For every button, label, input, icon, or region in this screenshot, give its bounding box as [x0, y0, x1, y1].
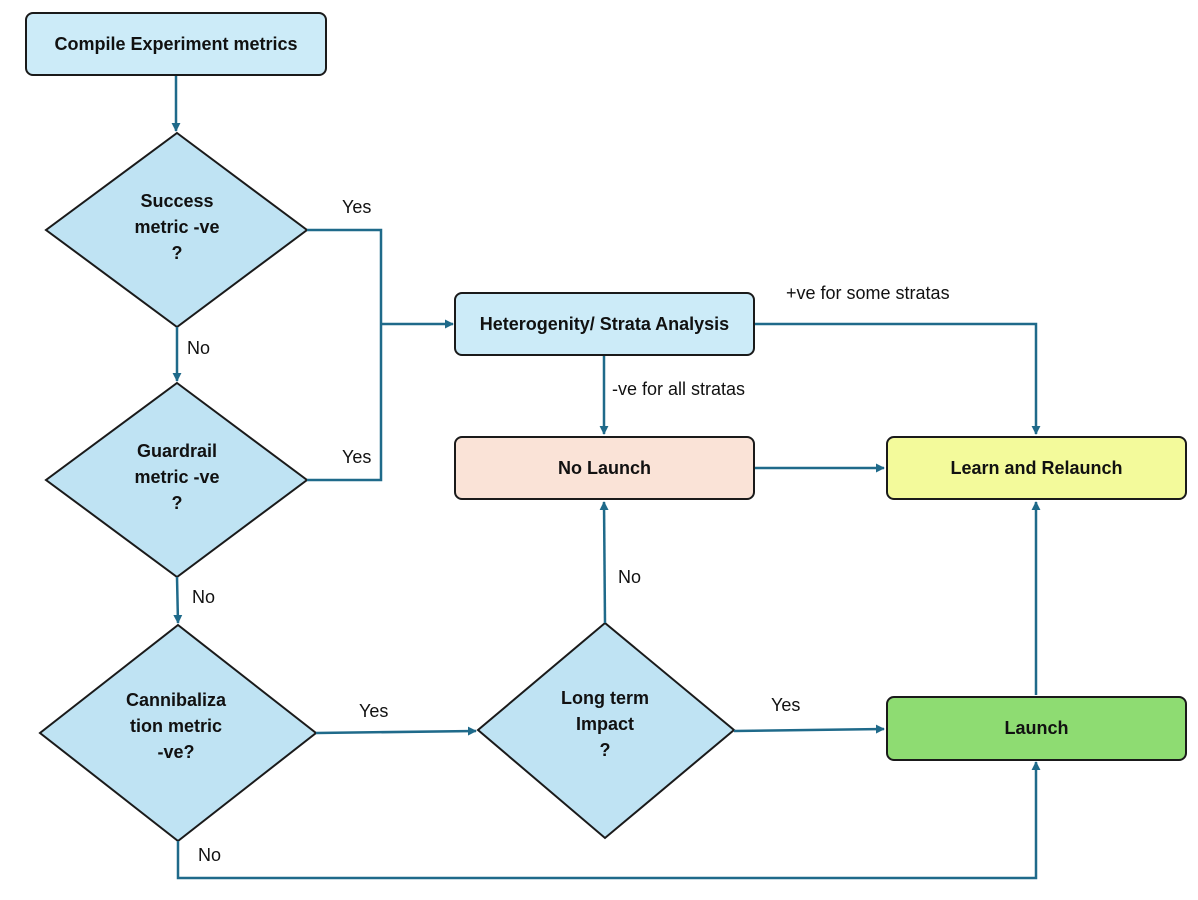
decision-success-line-1: Success: [140, 191, 214, 211]
decision-cannibalization-line-3: -ve?: [157, 742, 195, 762]
decision-cannibalization-line-1: Cannibaliza: [125, 690, 227, 710]
node-launch-label: Launch: [1004, 718, 1069, 738]
edge-guardrail-no: [173, 576, 183, 624]
edge-cannibal-yes: [315, 726, 477, 736]
decision-long-term-shape: [476, 621, 736, 840]
decision-long-term-line-1: Long term: [561, 688, 649, 708]
decision-cannibalization-text: Cannibaliza tion metric -ve?: [101, 685, 251, 767]
decision-long-term-line-2: Impact: [575, 714, 635, 734]
label-success-no: No: [187, 338, 211, 358]
decision-success-line-3: ?: [171, 243, 183, 263]
edge-strata-positive: [754, 322, 1041, 435]
edge-longterm-no: [599, 501, 609, 624]
edge-guardrail-yes: [307, 324, 383, 482]
label-strata-positive: +ve for some stratas: [786, 283, 950, 303]
edge-cannibal-no: [176, 761, 1041, 880]
node-learn-relaunch-label: Learn and Relaunch: [950, 457, 1123, 478]
node-learn-relaunch: Learn and Relaunch: [886, 436, 1187, 500]
node-compile-metrics-label: Compile Experiment metrics: [54, 33, 298, 54]
label-strata-negative: -ve for all stratas: [612, 379, 746, 399]
label-guardrail-yes: Yes: [342, 447, 372, 467]
decision-success-line-2: metric -ve: [134, 217, 220, 237]
decision-guardrail-line-3: ?: [171, 493, 183, 513]
node-compile-metrics: Compile Experiment metrics: [25, 12, 327, 76]
node-no-launch: No Launch: [454, 436, 755, 500]
node-launch: Launch: [886, 696, 1187, 761]
label-longterm-yes: Yes: [771, 695, 801, 715]
decision-guardrail-line-1: Guardrail: [136, 441, 218, 461]
decision-guardrail-line-2: metric -ve: [134, 467, 220, 487]
node-strata-analysis-label: Heterogenity/ Strata Analysis: [479, 313, 730, 334]
label-success-yes: Yes: [342, 197, 372, 217]
decision-guardrail-text: Guardrail metric -ve ?: [102, 436, 252, 518]
label-guardrail-no: No: [192, 587, 216, 607]
label-cannibal-no: No: [198, 845, 222, 865]
decision-cannibalization-line-2: tion metric: [129, 716, 222, 736]
decision-success-text: Success metric -ve ?: [102, 186, 252, 268]
label-longterm-no: No: [618, 567, 642, 587]
node-strata-analysis: Heterogenity/ Strata Analysis: [454, 292, 755, 356]
edge-success-yes: [307, 228, 383, 324]
label-cannibal-yes: Yes: [359, 701, 389, 721]
decision-long-term-line-3: ?: [599, 740, 611, 760]
node-no-launch-label: No Launch: [558, 457, 651, 478]
decision-long-term-text: Long term Impact ?: [530, 683, 680, 765]
edge-longterm-yes: [733, 724, 885, 734]
